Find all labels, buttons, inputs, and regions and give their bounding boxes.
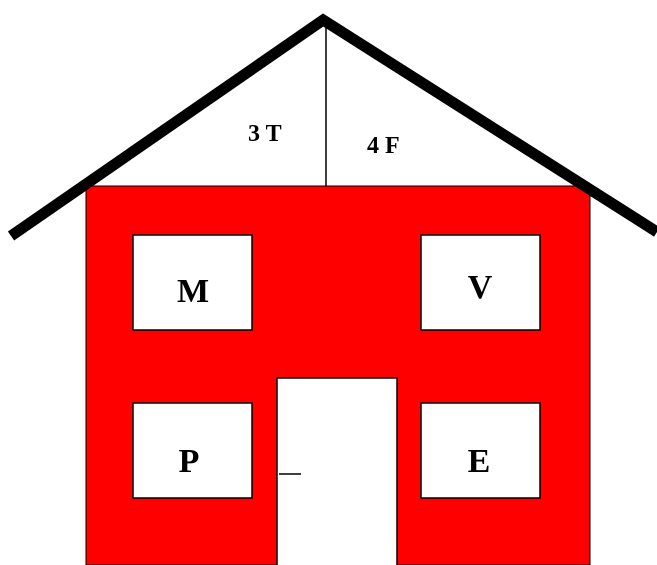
roof-right-label: 4 F [367,133,400,159]
roof-gable [88,20,588,186]
door [277,378,397,565]
window-label-top-right: V [468,269,493,306]
window-label-top-left: M [177,273,209,310]
window-label-bottom-left: P [179,443,200,480]
roof-left-label: 3 T [248,121,282,147]
window-label-bottom-right: E [468,443,491,480]
